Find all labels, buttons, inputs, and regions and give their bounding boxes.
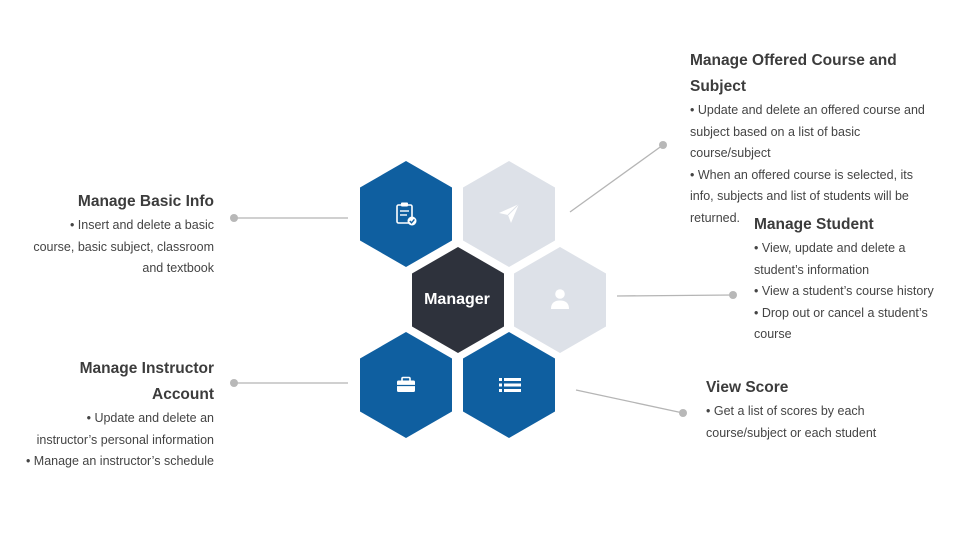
- list-item: • Drop out or cancel a student’s: [754, 305, 928, 320]
- list-item: • Insert and delete a basic: [69, 218, 214, 232]
- block-items: • Update and delete an offered course an…: [690, 100, 955, 229]
- connector-dots: [230, 141, 737, 417]
- list-item: course/subject: [690, 146, 771, 160]
- list-item: info, subjects and list of students will…: [690, 189, 909, 203]
- list-item: • Update and delete an: [86, 411, 214, 425]
- list-item: and textbook: [142, 261, 214, 275]
- hex-basic-info[interactable]: [360, 161, 452, 267]
- block-items: • Insert and delete a basic course, basi…: [0, 215, 214, 280]
- list-item: • Update and delete an offered course an…: [690, 103, 925, 117]
- list-item: student’s information: [754, 262, 870, 277]
- block-title: Manage Student: [754, 216, 874, 233]
- connector-dot-offered-course: [659, 141, 667, 149]
- list-item: returned.: [690, 210, 741, 225]
- list-icon: [499, 378, 521, 392]
- list-item: instructor’s personal information: [36, 432, 214, 447]
- block-title-line1: Manage Offered Course and: [690, 52, 897, 69]
- paper-plane-icon: [499, 203, 520, 223]
- hex-student[interactable]: [514, 247, 606, 353]
- block-title-line2: Subject: [690, 78, 746, 95]
- connector-offered-course: [569, 144, 664, 213]
- list-item: course/subject or each student: [706, 425, 877, 440]
- block-basic-info: Manage Basic Info • Insert and delete a …: [0, 189, 214, 280]
- list-item: • View, update and delete a: [754, 241, 906, 255]
- block-title: View Score: [706, 379, 789, 396]
- connector-dot-score: [679, 409, 687, 417]
- connector-score: [575, 389, 684, 414]
- list-item: course, basic subject, classroom: [33, 239, 214, 254]
- list-item: • View a student’s course history: [754, 284, 934, 298]
- block-instructor: Manage Instructor Account • Update and d…: [0, 356, 214, 473]
- block-title-line1: Manage Instructor: [79, 360, 214, 377]
- list-item: • When an offered course is selected, it…: [690, 167, 914, 182]
- clipboard-check-icon: [396, 202, 417, 226]
- list-item: subject based on a list of basic: [690, 124, 861, 139]
- hub-label: Manager: [424, 291, 490, 308]
- connectors: [234, 144, 734, 414]
- hex-hub[interactable]: [412, 247, 504, 353]
- block-items: • Get a list of scores by each course/su…: [706, 401, 936, 444]
- block-title: Manage Basic Info: [77, 193, 214, 210]
- block-offered-course: Manage Offered Course and Subject • Upda…: [690, 48, 955, 229]
- block-items: • Update and delete an instructor’s pers…: [0, 408, 214, 473]
- briefcase-icon: [397, 376, 415, 392]
- block-title-line2: Account: [152, 386, 214, 403]
- connector-dot-basic-info: [230, 214, 238, 222]
- connector-student: [616, 294, 734, 297]
- connector-dot-student: [729, 291, 737, 299]
- block-score: View Score • Get a list of scores by eac…: [706, 375, 936, 444]
- user-icon: [551, 289, 569, 309]
- block-student: Manage Student • View, update and delete…: [754, 212, 954, 346]
- block-items: • View, update and delete a student’s in…: [754, 238, 954, 346]
- list-item: course: [754, 327, 792, 341]
- connector-dot-instructor: [230, 379, 238, 387]
- list-item: • Manage an instructor’s schedule: [25, 454, 214, 468]
- list-item: • Get a list of scores by each: [706, 404, 865, 418]
